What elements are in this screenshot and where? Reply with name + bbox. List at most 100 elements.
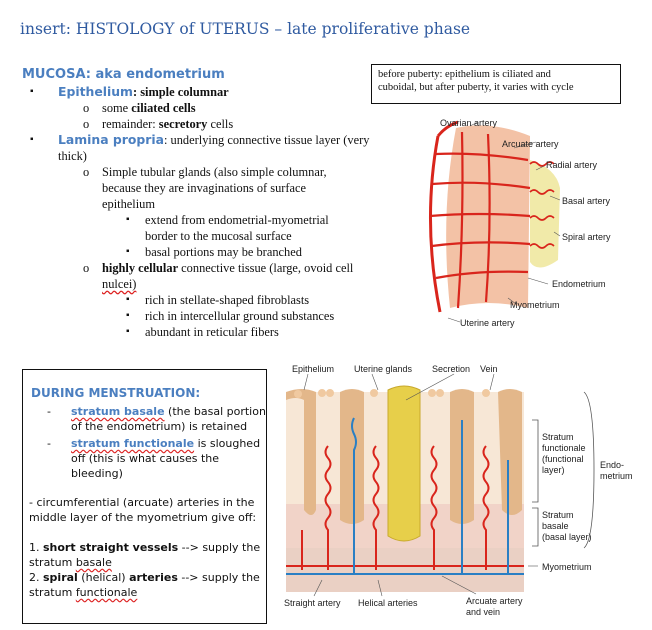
extend-line-2: border to the mucosal surface bbox=[145, 229, 292, 243]
basale-rest: (the basal portion bbox=[164, 405, 266, 418]
spiral-arteries bbox=[529, 161, 555, 249]
veins bbox=[286, 417, 524, 575]
item2-num: 2. bbox=[29, 571, 43, 584]
myometrium-label: Myometrium bbox=[510, 300, 560, 310]
endometrium-label: Endometrium bbox=[552, 279, 606, 289]
extend-line-1: extend from endometrial-myometrial bbox=[126, 212, 329, 228]
item2-rest: --> supply the bbox=[177, 571, 260, 584]
cilia-item: some ciliated cells bbox=[83, 100, 196, 116]
functionale-label-4: layer) bbox=[542, 465, 565, 475]
cellular-item: highly cellular connective tissue (large… bbox=[83, 260, 354, 276]
note-line-1: before puberty: epithelium is ciliated a… bbox=[378, 69, 551, 80]
note-box: before puberty: epithelium is ciliated a… bbox=[371, 64, 621, 104]
endometrium-region bbox=[446, 125, 530, 308]
menstruation-heading: DURING MENSTRUATION: bbox=[31, 386, 201, 400]
lamina-text-2: thick) bbox=[58, 149, 87, 163]
item2-bold: spiral bbox=[43, 571, 78, 584]
item1-rest: --> supply the bbox=[178, 541, 261, 554]
lamina-label: Lamina propria bbox=[58, 132, 164, 147]
item1-num: 1. bbox=[29, 541, 43, 554]
uterine-artery-diagram: Ovarian artery Arcuate artery Radial art… bbox=[429, 118, 611, 328]
glands-line-1: Simple tubular glands (also simple colum… bbox=[83, 164, 327, 180]
rich-line-1: rich in stellate-shaped fibroblasts bbox=[126, 292, 309, 308]
basale-label-2: basale bbox=[542, 521, 569, 531]
uterine-artery-line bbox=[429, 135, 442, 313]
secretory-bold: secretory bbox=[158, 117, 208, 131]
mucosa-heading: MUCOSA: aka endometrium bbox=[22, 67, 225, 82]
endo-label-1: Endo- bbox=[600, 460, 624, 470]
fibers-line: abundant in reticular fibers bbox=[126, 324, 279, 340]
lamina-item: Lamina propria: underlying connective ti… bbox=[30, 132, 370, 148]
item2-bold2: arteries bbox=[129, 571, 178, 584]
item2-line2-pre: stratum bbox=[29, 586, 76, 599]
functionale-label-2: functionale bbox=[542, 443, 586, 453]
straight-artery-label: Straight artery bbox=[284, 598, 341, 608]
epithelium-label: Epithelium bbox=[292, 364, 334, 374]
rich-line-2: rich in intercellular ground substances bbox=[126, 308, 334, 324]
uterine-glands-label: Uterine glands bbox=[354, 364, 413, 374]
item1-line2-pre: stratum bbox=[29, 556, 76, 569]
vein-label: Vein bbox=[480, 364, 498, 374]
basale-label-3: (basal layer) bbox=[542, 532, 592, 542]
item1-bold: short straight vessels bbox=[43, 541, 179, 554]
arcuate-artery-label: Arcuate artery bbox=[502, 139, 559, 149]
uterine-artery-label: Uterine artery bbox=[460, 318, 515, 328]
item1-line-2: stratum basale bbox=[29, 555, 112, 570]
arcuate-line-1: - circumferential (arcuate) arteries in … bbox=[29, 496, 255, 509]
cellular-bold: highly cellular bbox=[102, 261, 179, 275]
glands-line-2: because they are invaginations of surfac… bbox=[102, 181, 307, 195]
radial-arteries bbox=[429, 131, 531, 309]
endometrium-layer-diagram: Epithelium Uterine glands Secretion Vein… bbox=[284, 364, 633, 617]
nuclei-text: nulcei) bbox=[102, 276, 136, 292]
arcuate-label-2: and vein bbox=[466, 607, 500, 617]
radial-artery-label: Radial artery bbox=[546, 160, 598, 170]
myometrium-region bbox=[286, 548, 524, 592]
functionale-term: stratum functionale bbox=[71, 437, 195, 450]
epithelium-label: Epithelium bbox=[58, 84, 133, 99]
item1-line2-term: basale bbox=[75, 556, 112, 569]
basal-artery-label: Basal artery bbox=[562, 196, 611, 206]
arcuate-label-1: Arcuate artery bbox=[466, 596, 523, 606]
item2-line-1: 2. spiral (helical) arteries --> supply … bbox=[29, 570, 260, 585]
myometrium-layer-label: Myometrium bbox=[542, 562, 592, 572]
epithelium-item: Epithelium: simple columnar bbox=[30, 84, 229, 100]
endo-label-2: metrium bbox=[600, 471, 633, 481]
secretory-post: cells bbox=[207, 117, 234, 131]
cilia-text: some bbox=[102, 101, 132, 115]
functionale-dash: - bbox=[47, 437, 51, 450]
item2-mid: (helical) bbox=[77, 571, 130, 584]
basale-line-1: stratum basale (the basal portion bbox=[71, 404, 266, 419]
gland-left bbox=[286, 389, 316, 515]
secretion-label: Secretion bbox=[432, 364, 470, 374]
gland-2 bbox=[340, 389, 364, 524]
cellular-text: connective tissue (large, ovoid cell bbox=[178, 261, 354, 275]
gland-right bbox=[498, 389, 522, 515]
functionale-label-3: (functional bbox=[542, 454, 584, 464]
functionale-rest: is sloughed bbox=[194, 437, 261, 450]
basale-label-1: Stratum bbox=[542, 510, 574, 520]
glands-line-3: epithelium bbox=[102, 197, 155, 211]
item2-line2-term: functionale bbox=[75, 586, 138, 599]
cilia-bold: ciliated cells bbox=[131, 101, 196, 115]
basale-term: stratum basale bbox=[71, 405, 165, 418]
basale-line-2: of the endometrium) is retained bbox=[71, 420, 248, 433]
helical-arteries bbox=[286, 445, 524, 570]
helical-arteries-label: Helical arteries bbox=[358, 598, 418, 608]
epithelium-type: simple columnar bbox=[140, 85, 229, 99]
lamina-text: : underlying connective tissue layer (ve… bbox=[164, 133, 370, 147]
functionale-line-1: stratum functionale is sloughed bbox=[71, 436, 260, 451]
secretory-text: remainder: bbox=[102, 117, 159, 131]
item1-line-1: 1. short straight vessels --> supply the bbox=[29, 540, 260, 555]
note-line-2: cuboidal, but after puberty, it varies w… bbox=[378, 82, 574, 93]
gland-secretion bbox=[387, 385, 421, 542]
basal-branched: basal portions may be branched bbox=[126, 244, 302, 260]
secretory-item: remainder: secretory cells bbox=[83, 116, 234, 132]
ovarian-artery-label: Ovarian artery bbox=[440, 118, 498, 128]
spiral-artery-label: Spiral artery bbox=[562, 232, 611, 242]
basale-dash: - bbox=[47, 405, 51, 418]
item2-line-2: stratum functionale bbox=[29, 585, 137, 600]
endometrium-inner bbox=[530, 160, 560, 268]
menstruation-box: DURING MENSTRUATION: - stratum basale (t… bbox=[22, 369, 267, 624]
functionale-line-2: off (this is what causes the bbox=[71, 452, 220, 465]
